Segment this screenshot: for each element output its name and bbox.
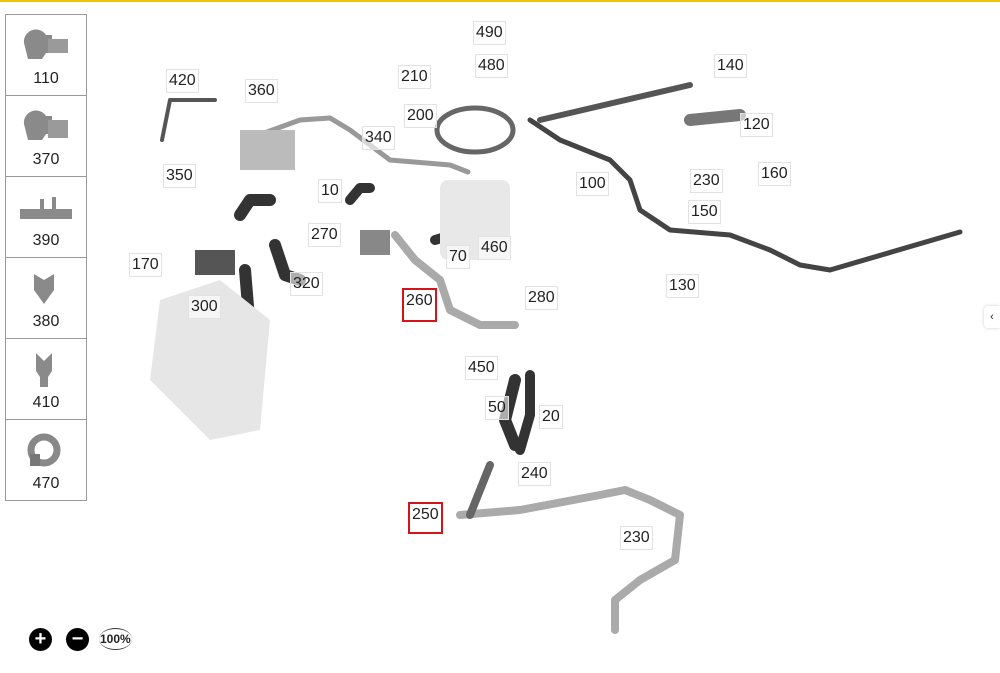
callout-150[interactable]: 150 (688, 200, 721, 224)
callout-360[interactable]: 360 (245, 79, 278, 103)
valve-270 (360, 230, 390, 255)
pipe-340 (242, 115, 471, 175)
callout-210[interactable]: 210 (398, 65, 431, 89)
callout-20[interactable]: 20 (539, 405, 563, 429)
callout-320[interactable]: 320 (290, 272, 323, 296)
collapse-panel-button[interactable]: ‹ (984, 306, 1000, 328)
callout-250-highlighted[interactable]: 250 (408, 502, 443, 534)
callout-300[interactable]: 300 (188, 295, 221, 319)
clip-icon (20, 197, 72, 219)
callout-50[interactable]: 50 (485, 396, 509, 420)
clip-icon (34, 274, 54, 304)
hose-clamp-icon (27, 433, 61, 467)
callout-130[interactable]: 130 (666, 274, 699, 298)
callout-280[interactable]: 280 (525, 286, 558, 310)
thumbnail-label: 410 (32, 394, 60, 411)
thumbnail-label: 470 (32, 475, 60, 492)
thumbnail-label: 390 (32, 232, 60, 249)
callout-70[interactable]: 70 (446, 245, 470, 269)
thumbnail-410[interactable]: 410 (6, 339, 86, 420)
thumbnail-label: 110 (33, 70, 59, 87)
callout-100[interactable]: 100 (576, 172, 609, 196)
thumbnail-380[interactable]: 380 (6, 258, 86, 339)
callout-340[interactable]: 340 (362, 126, 395, 150)
callout-420[interactable]: 420 (166, 69, 199, 93)
thumbnail-label: 370 (32, 151, 60, 168)
callout-170[interactable]: 170 (129, 253, 162, 277)
zoom-reset-button[interactable]: 100% (99, 628, 132, 650)
callout-270[interactable]: 270 (308, 223, 341, 247)
zoom-in-button[interactable]: + (29, 628, 52, 651)
callout-120[interactable]: 120 (740, 113, 773, 137)
clip-icon (23, 110, 68, 140)
parts-thumbnail-list: 110 370 390 380 410 470 (5, 14, 87, 501)
callout-230-upper[interactable]: 230 (690, 169, 723, 193)
callout-490[interactable]: 490 (473, 21, 506, 45)
filter-bracket-200 (434, 105, 516, 155)
sensor-170 (195, 250, 235, 275)
callout-160[interactable]: 160 (758, 162, 791, 186)
callout-140[interactable]: 140 (714, 54, 747, 78)
pipe-260 (391, 231, 519, 329)
fuel-line-100 (527, 117, 963, 273)
callout-480[interactable]: 480 (475, 54, 508, 78)
thumbnail-110[interactable]: 110 (6, 15, 86, 96)
callout-10[interactable]: 10 (318, 179, 342, 203)
clip-icon (36, 353, 52, 387)
top-accent-bar (0, 0, 1000, 2)
high-pressure-pump (150, 280, 270, 440)
callout-240[interactable]: 240 (518, 462, 551, 486)
pipe-250 (456, 486, 684, 634)
thumbnail-label: 380 (32, 313, 60, 330)
thumbnail-390[interactable]: 390 (6, 177, 86, 258)
callout-230-lower[interactable]: 230 (620, 526, 653, 550)
callout-460[interactable]: 460 (478, 236, 511, 260)
thumbnail-470[interactable]: 470 (6, 420, 86, 500)
zoom-out-button[interactable]: − (66, 628, 89, 651)
callout-350[interactable]: 350 (163, 164, 196, 188)
callout-260-highlighted[interactable]: 260 (402, 288, 437, 322)
callout-450[interactable]: 450 (465, 356, 498, 380)
bracket-360 (240, 130, 295, 170)
thumbnail-370[interactable]: 370 (6, 96, 86, 177)
clip-icon (23, 29, 68, 59)
callout-200[interactable]: 200 (404, 104, 437, 128)
